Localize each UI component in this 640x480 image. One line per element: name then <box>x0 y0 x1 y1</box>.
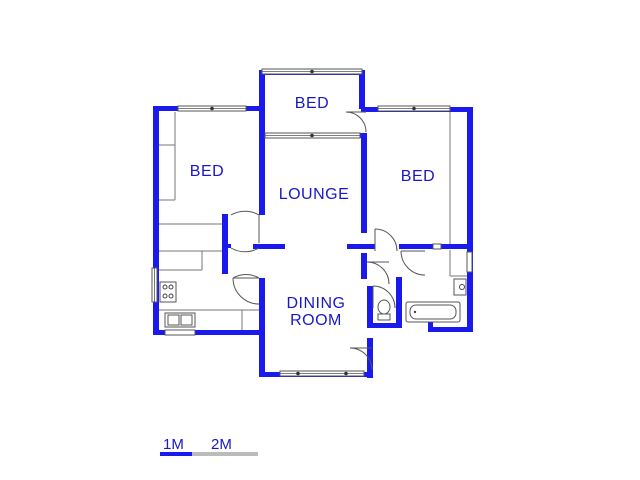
toilet-icon <box>377 299 391 321</box>
scale-label-1m: 1M <box>163 436 184 453</box>
room-label-dining: DINING <box>287 295 346 312</box>
scale-bar: 1M 2M <box>160 436 258 456</box>
stove-icon <box>159 281 177 303</box>
room-label-bed-top: BED <box>295 95 329 112</box>
scale-segment-2 <box>192 452 258 456</box>
room-label-bed-left: BED <box>190 163 224 180</box>
windows <box>151 68 473 377</box>
room-label-bed-right: BED <box>401 168 435 185</box>
scale-label-2m: 2M <box>211 436 232 453</box>
room-labels: BED BED LOUNGE BED DINING ROOM <box>190 95 435 329</box>
room-label-room: ROOM <box>290 312 342 329</box>
room-label-lounge: LOUNGE <box>279 186 350 203</box>
doors <box>230 111 426 371</box>
bathtub-icon <box>405 301 461 323</box>
vent-icon <box>432 243 442 250</box>
interior-lines <box>159 112 467 330</box>
scale-segment-1 <box>160 452 192 456</box>
basin-icon <box>453 278 467 296</box>
fixtures <box>159 243 467 328</box>
